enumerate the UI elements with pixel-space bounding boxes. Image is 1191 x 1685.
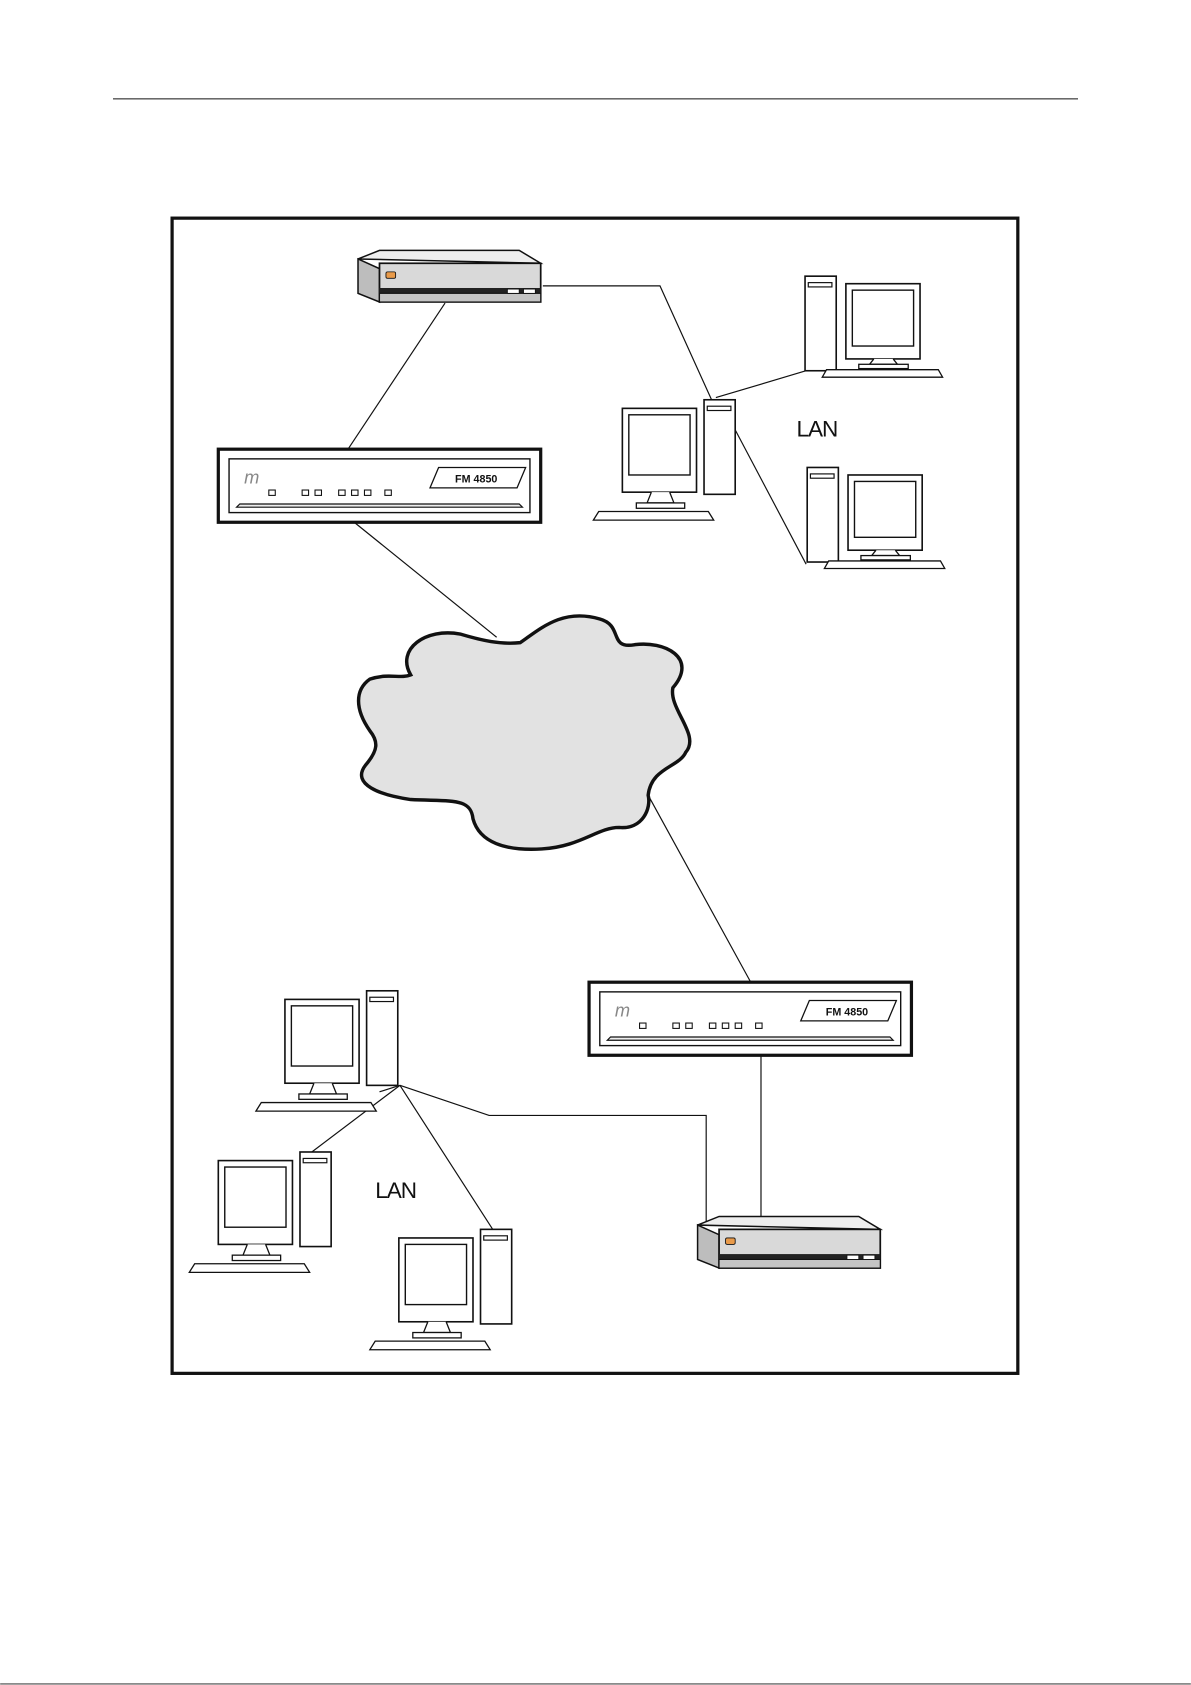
modem-top-model-label: FM 4850 xyxy=(455,474,497,486)
lan-bottom-label: LAN xyxy=(375,1178,416,1203)
lan-bottom-pc-2 xyxy=(189,1152,331,1272)
lan-top-pc-3 xyxy=(807,467,945,568)
modem-top: m FM 4850 xyxy=(218,449,540,522)
link-lan-top-pc-3 xyxy=(735,430,806,564)
lan-top-pc-1 xyxy=(805,276,943,377)
router-bottom xyxy=(698,1216,881,1268)
lan-bottom-pc-3 xyxy=(370,1229,512,1349)
link-router-to-lan-top xyxy=(543,286,712,400)
lan-top-pc-2 xyxy=(593,400,735,520)
link-cloud-to-modem-bottom xyxy=(648,795,751,983)
link-router-to-modem-top xyxy=(347,303,445,450)
lan-top-label: LAN xyxy=(797,416,838,441)
network-cloud xyxy=(359,616,690,849)
link-lan-top-pc-1 xyxy=(716,371,806,398)
modem-bottom-logo: m xyxy=(615,1000,630,1021)
modem-top-logo: m xyxy=(244,467,259,488)
link-lan-bottom-to-router xyxy=(400,1085,706,1223)
link-lan-bottom-pc-3 xyxy=(400,1085,493,1230)
link-modem-top-to-cloud xyxy=(352,520,497,637)
modem-bottom-model-label: FM 4850 xyxy=(826,1007,868,1019)
lan-bottom-pc-1 xyxy=(256,991,398,1111)
link-hub-stub xyxy=(380,1085,400,1091)
modem-bottom: m FM 4850 xyxy=(589,982,911,1055)
router-top xyxy=(358,250,541,302)
